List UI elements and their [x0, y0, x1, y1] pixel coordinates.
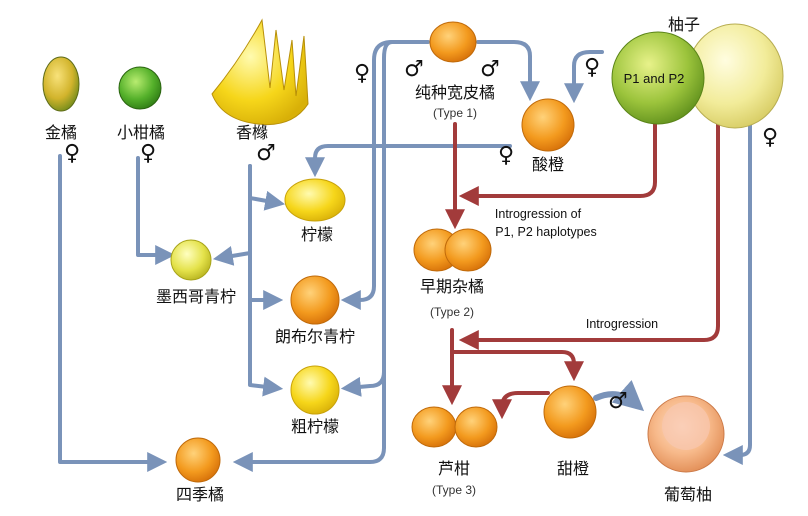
female-symbol-small-mandarin: ♀	[140, 141, 156, 166]
label-mexican-lime: 墨西哥青柠	[156, 287, 236, 306]
label-sour-orange: 酸橙	[532, 155, 564, 174]
label-grapefruit: 葡萄柚	[664, 485, 712, 504]
sweet-orange-fruit	[543, 385, 597, 439]
note-introgression-line1: Introgression of	[495, 207, 582, 221]
arrow-early-mandarin-to-sweet-orange	[450, 350, 584, 382]
arrow-pomelo-introgression-p1p2	[458, 122, 657, 206]
citron-fruit	[211, 18, 309, 126]
label-mandarin-type: (Type 1)	[433, 106, 477, 120]
label-mandarin-pure: 纯种宽皮橘	[415, 83, 495, 102]
arrow-sour-orange-to-lemon	[305, 144, 512, 178]
arrow-sweet-orange-to-ponkan	[492, 391, 550, 420]
label-sweet-orange: 甜橙	[557, 459, 589, 478]
label-citron: 香橼	[236, 123, 268, 142]
label-pomelo: 柚子	[668, 15, 700, 34]
female-symbol-sour-orange: ♀	[498, 143, 514, 168]
calamondin-fruit	[175, 437, 221, 483]
mexican-lime-fruit	[170, 239, 212, 281]
female-symbol-pomelo-to-grapefruit: ♀	[762, 125, 778, 150]
label-small-mandarin: 小柑橘	[117, 123, 165, 142]
early-mandarin-fruit	[413, 228, 492, 272]
label-pomelo-p: P1 and P2	[624, 71, 685, 86]
arrow-mandarin-to-rangpur-lime	[340, 40, 430, 310]
kumquat-fruit	[42, 56, 80, 112]
male-symbol-mandarin-left: ♂	[404, 57, 424, 82]
arrow-kumquat-to-calamondin	[58, 154, 168, 472]
rough-lemon-fruit	[290, 365, 340, 415]
arrow-sweet-orange-to-grapefruit	[593, 380, 645, 412]
arrow-citron-to-mexican-lime	[212, 164, 252, 266]
female-symbol-mandarin-left: ♀	[354, 61, 370, 86]
male-symbol-mandarin-right: ♂	[480, 57, 500, 82]
label-early-mandarin: 早期杂橘	[420, 277, 484, 296]
arrow-citron-to-lemon	[248, 164, 286, 211]
label-ponkan-type: (Type 3)	[432, 483, 476, 497]
arrow-citron-to-rough-lemon	[248, 298, 284, 397]
male-symbol-citron: ♂	[256, 141, 276, 166]
note-introgression: Introgression	[586, 317, 658, 331]
pomelo-fruit	[611, 23, 784, 129]
small-mandarin-fruit	[118, 66, 162, 110]
arrow-pomelo-to-grapefruit	[722, 122, 752, 465]
mandarin-pure-fruit	[429, 21, 477, 63]
arrow-mandarin-to-sour-orange	[476, 40, 540, 102]
label-rough-lemon: 粗柠檬	[291, 417, 339, 436]
arrow-small-mandarin-to-mexican-lime	[136, 156, 176, 265]
female-symbol-pomelo-to-sour: ♀	[584, 55, 600, 80]
female-symbol-kumquat: ♀	[64, 141, 80, 166]
arrow-citron-to-rangpur-lime	[248, 196, 284, 310]
label-lemon: 柠檬	[301, 225, 333, 244]
ponkan-fruit	[411, 406, 498, 448]
arrow-pomelo-introgression	[458, 122, 720, 350]
label-early-type: (Type 2)	[430, 305, 474, 319]
lemon-fruit	[284, 178, 346, 222]
note-introgression-line2: P1, P2 haplotypes	[495, 225, 596, 239]
label-rangpur-lime: 朗布尔青柠	[275, 327, 355, 346]
label-calamondin: 四季橘	[176, 485, 224, 504]
arrow-pomelo-to-sour-orange	[564, 50, 604, 104]
rangpur-lime-fruit	[290, 275, 340, 325]
arrow-mandarin-to-calamondin	[232, 370, 386, 472]
sour-orange-fruit	[521, 98, 575, 152]
label-ponkan: 芦柑	[438, 459, 470, 478]
male-symbol-sweet-orange: ♂	[608, 389, 628, 414]
grapefruit-fruit	[647, 395, 725, 473]
label-kumquat: 金橘	[45, 123, 77, 142]
